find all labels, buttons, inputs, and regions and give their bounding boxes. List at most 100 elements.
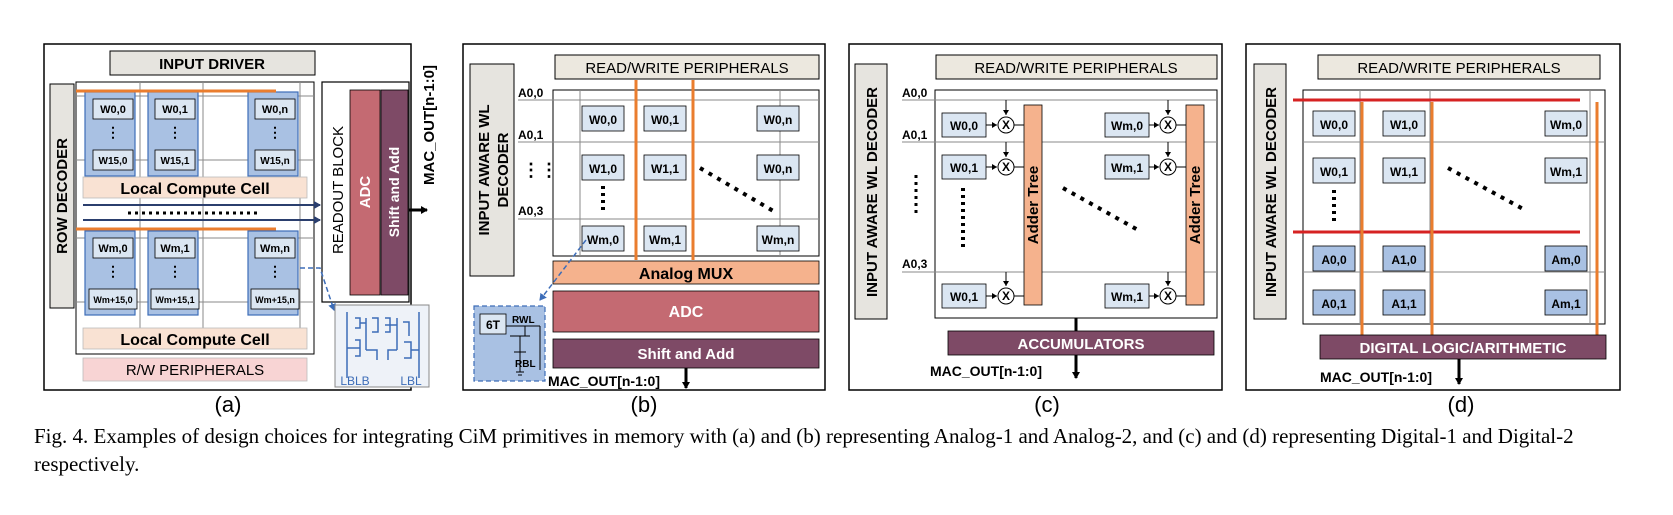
local-compute-cell-top [82, 176, 308, 199]
decoder-label-d: INPUT AWARE WL DECODER [1263, 87, 1280, 297]
inset-rbl-label: RBL [515, 359, 536, 370]
multipliers-left-c [986, 100, 1024, 305]
cell-label: W0,1 [651, 113, 679, 127]
row-decoder-box [49, 83, 75, 309]
row-label-b-2: A0,3 [518, 204, 544, 218]
cell-label: Wm,1 [160, 243, 189, 255]
analog-mux-label: Analog MUX [639, 266, 734, 283]
cell-label: W15,1 [161, 156, 190, 167]
adc-box-a [349, 89, 381, 296]
cell-label: Wm,0 [587, 233, 619, 247]
inset-6t-cell: 6T RWL RBL [473, 305, 546, 382]
svg-text:X: X [1002, 160, 1010, 174]
cell-group-a-0-0: W0,0 ⋮ W15,0 [84, 91, 136, 177]
cell-label: W0,0 [1320, 118, 1348, 132]
adder-tree-label: Adder Tree [1025, 166, 1042, 244]
decoder-label-b-1: INPUT AWARE WL [476, 104, 493, 235]
cell-grid-d: W0,0 W1,0 Wm,0 W0,1 W1,1 Wm,1 A0,0 A1,0 … [1312, 110, 1588, 316]
panel-d: READ/WRITE PERIPHERALS INPUT AWARE WL DE… [1245, 43, 1621, 417]
adder-tree-right [1185, 104, 1205, 306]
shift-add-label-a: Shift and Add [386, 147, 402, 237]
inset-6t-label: 6T [486, 318, 501, 332]
decoder-box-d [1253, 63, 1287, 320]
cell-label: W0,1 [1320, 165, 1348, 179]
cell-dots: ⋮ [168, 263, 182, 279]
row-label-c-2: A0,3 [902, 257, 928, 271]
panel-c: READ/WRITE PERIPHERALS INPUT AWARE WL DE… [848, 43, 1223, 417]
cell-label: W0,n [764, 113, 793, 127]
cell-label: W0,0 [589, 113, 617, 127]
mac-out-label-c: MAC_OUT[n-1:0] [930, 363, 1042, 379]
rw-peripherals-label-c: READ/WRITE PERIPHERALS [974, 60, 1177, 77]
svg-text:X: X [1164, 289, 1172, 303]
decoder-box-b [469, 63, 515, 277]
svg-text:X: X [1164, 118, 1172, 132]
decoder-label-b-2: DECODER [495, 132, 512, 207]
cell-group-a-0-n: W0,n ⋮ W15,n [247, 91, 299, 177]
local-compute-cell-label: Local Compute Cell [120, 181, 269, 198]
cell-label: A0,1 [1321, 297, 1347, 311]
cell-label: W0,n [764, 162, 793, 176]
cells-left-c: W0,0 W0,1 W0,1 [941, 112, 987, 309]
cell-label: W0,1 [162, 104, 188, 116]
array-box-b [552, 89, 820, 257]
cell-label: Wm,1 [1111, 161, 1143, 175]
cell-label: W0,0 [100, 104, 126, 116]
readout-block [321, 81, 410, 303]
decoder-box-c [854, 63, 888, 320]
local-compute-cell-label: Local Compute Cell [120, 332, 269, 349]
adder-tree-label: Adder Tree [1187, 166, 1204, 244]
cell-dots: ⋮ [268, 124, 282, 140]
rw-peripherals-box-c [935, 54, 1218, 80]
cell-label: W1,0 [589, 162, 617, 176]
figure: INPUT DRIVER ROW DECODER W0,0 ⋮ W15,0 W [43, 43, 1621, 417]
adc-label-a: ADC [357, 176, 374, 209]
input-driver-label: INPUT DRIVER [159, 56, 265, 73]
cell-label: A1,1 [1391, 297, 1417, 311]
cell-label: Wm,0 [1111, 119, 1143, 133]
inset-rwl-label: RWL [512, 315, 535, 326]
cell-group-a-m-1: Wm,1 ⋮ Wm+15,1 [147, 230, 200, 316]
cell-label: W1,1 [651, 162, 679, 176]
cell-dots: ⋮ [168, 124, 182, 140]
cell-label: Wm,0 [1550, 118, 1582, 132]
digital-logic-box [1319, 334, 1607, 360]
rw-peripherals-label-d: READ/WRITE PERIPHERALS [1357, 60, 1560, 77]
cell-label: A0,0 [1321, 253, 1347, 267]
cell-label: W1,0 [1390, 118, 1418, 132]
adder-tree-left [1023, 104, 1043, 306]
rw-peripherals-label: R/W PERIPHERALS [126, 362, 264, 379]
row-label-c-1: A0,1 [902, 128, 928, 142]
cell-label: Wm+15,1 [155, 295, 194, 305]
rw-peripherals-box-b [554, 54, 820, 80]
cell-label: Am,0 [1551, 253, 1581, 267]
panel-b-label: (b) [631, 392, 658, 417]
cell-label: W15,0 [99, 156, 128, 167]
cell-label: A1,0 [1391, 253, 1417, 267]
cell-label: Wm,0 [98, 243, 127, 255]
input-driver-box [109, 50, 316, 76]
cell-group-a-m-0: Wm,0 ⋮ Wm+15,0 [84, 230, 138, 316]
figure-caption: Fig. 4. Examples of design choices for i… [34, 424, 1574, 476]
accumulators-label: ACCUMULATORS [1018, 336, 1145, 353]
cell-label: W15,n [260, 156, 289, 167]
cell-label: Wm,1 [1550, 165, 1582, 179]
multipliers-right-c [1149, 100, 1186, 305]
panel-b: READ/WRITE PERIPHERALS INPUT AWARE WL DE… [462, 43, 826, 417]
mac-out-label-a: MAC_OUT[n-1:0] [421, 65, 438, 185]
cell-label: W0,1 [950, 161, 978, 175]
panel-c-label: (c) [1034, 392, 1060, 417]
cell-label: Wm+15,n [255, 295, 295, 305]
cell-label: W0,1 [950, 290, 978, 304]
rw-peripherals-label-b: READ/WRITE PERIPHERALS [585, 60, 788, 77]
adc-label-b: ADC [669, 304, 704, 321]
cell-label: W0,n [262, 104, 289, 116]
readout-block-label: READOUT BLOCK [330, 126, 347, 254]
cell-dots: ⋮ [268, 263, 282, 279]
cell-label: Wm+15,0 [93, 295, 132, 305]
cell-label: W1,1 [1390, 165, 1418, 179]
row-decoder-label: ROW DECODER [54, 138, 71, 254]
cell-dots: ⋮ [106, 124, 120, 140]
cell-label: Wm,n [762, 233, 795, 247]
svg-text:X: X [1002, 289, 1010, 303]
